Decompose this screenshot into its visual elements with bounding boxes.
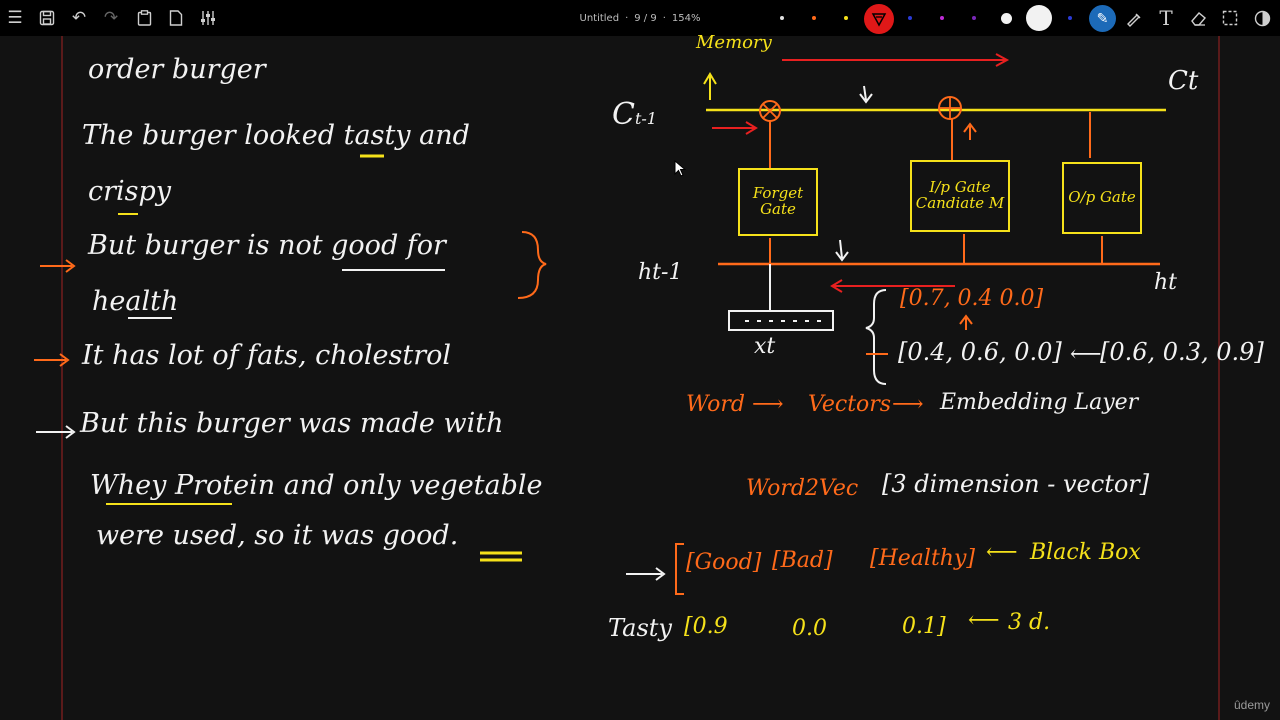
plus-cross (940, 98, 960, 118)
pen-tool-icon[interactable]: ✎ (1089, 5, 1116, 32)
note-line-2: The burger looked tasty and (82, 120, 470, 151)
input-gate-box: I/p Gate Candiate M (910, 160, 1010, 232)
color-swatch-magenta[interactable] (940, 16, 944, 20)
selection-icon[interactable] (1219, 0, 1241, 36)
color-swatch-blue[interactable] (908, 16, 912, 20)
label-ct-prev: Ct-1 (612, 97, 657, 132)
up-arrow-memory (703, 72, 717, 100)
color-swatch-yellow[interactable] (844, 16, 848, 20)
redo-icon[interactable]: ↷ (103, 7, 119, 28)
tasty-3d: 3 d. (1008, 610, 1051, 635)
color-swatch-purple[interactable] (972, 16, 976, 20)
page-indicator: 9 / 9 (634, 12, 657, 24)
layers-icon[interactable] (1251, 0, 1273, 36)
memory-arrow-head (995, 53, 1010, 67)
arrow-health-head (65, 259, 76, 273)
note-line-7: But this burger was made with (80, 408, 504, 439)
word2vec-note: [3 dimension - vector] (882, 470, 1150, 498)
forget-gate-box: Forget Gate (738, 168, 818, 236)
xt-input-box (728, 310, 834, 331)
arrow-fats-head (59, 353, 70, 367)
vector-up-arrow (959, 314, 973, 330)
pen-size-large[interactable] (1026, 5, 1052, 31)
label-memory: Memory (696, 32, 772, 53)
red-arrow-left-head (830, 279, 843, 293)
word2vec-title: Word2Vec (746, 476, 859, 501)
udemy-watermark: ûdemy (1233, 698, 1270, 712)
color-swatch-red-selected[interactable] (864, 4, 894, 34)
red-arrow-ct-head (745, 121, 758, 135)
black-box-label: Black Box (1030, 540, 1141, 565)
down-arrow-hidden (835, 239, 849, 262)
pipeline-vectors: Vectors (808, 392, 892, 417)
page-margin-right (1218, 36, 1220, 720)
pipeline-embedding: Embedding Layer (940, 390, 1139, 415)
tasty-label: Tasty (608, 614, 672, 642)
pipeline-word: Word (686, 392, 745, 417)
undo-icon[interactable]: ↶ (71, 7, 87, 28)
output-gate-box: O/p Gate (1062, 162, 1142, 234)
drawing-canvas[interactable] (0, 36, 1280, 720)
note-line-1: order burger (88, 54, 266, 85)
word-bad: [Bad] (772, 548, 833, 573)
pipeline-arrow-1: ⟶ (752, 392, 784, 417)
arrow-whey-head (65, 425, 76, 439)
tasty-v1: [0.9 (684, 614, 728, 639)
note-line-6: It has lot of fats, cholestrol (82, 340, 452, 371)
clipboard-icon[interactable] (133, 0, 155, 36)
note-line-9: were used, so it was good. (96, 520, 459, 551)
color-swatch-orange[interactable] (812, 16, 816, 20)
arrow-good-head (655, 567, 666, 581)
page-margin-left (61, 36, 63, 720)
vector-left-arrow: ⟵ (1070, 342, 1102, 367)
menu-icon[interactable]: ☰ (7, 7, 23, 28)
note-line-3: crispy (88, 176, 172, 207)
vector-right: [0.6, 0.3, 0.9] (1100, 338, 1264, 366)
label-xt: xt (754, 334, 776, 359)
note-line-8: Whey Protein and only vegetable (90, 470, 543, 501)
label-ht: ht (1154, 270, 1178, 295)
plus-node (938, 96, 962, 120)
tasty-v3: 0.1] (902, 614, 946, 639)
text-tool-icon[interactable]: T (1159, 6, 1173, 30)
vector-top: [0.7, 0.4 0.0] (900, 286, 1044, 311)
highlighter-icon[interactable] (1122, 0, 1144, 36)
toolbar: ☰ ↶ ↷ Untitled · 9 / 9 · 154% ✎ T (0, 0, 1280, 36)
zoom-level[interactable]: 154% (671, 12, 701, 24)
word-healthy: [Healthy] (870, 546, 975, 571)
eraser-icon[interactable] (1187, 0, 1209, 36)
tasty-arrow: ⟵ (968, 608, 1000, 633)
label-ht-prev: ht-1 (638, 260, 683, 285)
label-ct: Ct (1168, 66, 1199, 96)
black-box-arrow: ⟵ (986, 540, 1018, 565)
color-swatch-white[interactable] (780, 16, 784, 20)
pen-size-small[interactable] (1001, 13, 1012, 24)
bracket-outer-left (675, 543, 684, 595)
tasty-v2: 0.0 (792, 616, 827, 641)
note-line-5: health (92, 286, 179, 317)
mouse-cursor-icon (674, 160, 686, 177)
save-icon[interactable] (36, 0, 58, 36)
note-line-4: But burger is not good for (88, 230, 446, 261)
multiply-cross (762, 103, 778, 119)
color-swatch-blue-2[interactable] (1068, 16, 1072, 20)
down-arrow-small (859, 85, 873, 104)
curly-brace-right (517, 231, 547, 299)
document-title: Untitled · 9 / 9 · 154% (579, 12, 701, 24)
vector-middle: [0.4, 0.6, 0.0] (898, 338, 1062, 366)
pipeline-arrow-2: ⟶ (892, 392, 924, 417)
up-arrow-plus-head (963, 122, 977, 133)
vector-brace (865, 289, 887, 385)
word-good: [Good] (686, 550, 762, 575)
settings-sliders-icon[interactable] (197, 0, 219, 36)
new-page-icon[interactable] (165, 0, 187, 36)
doc-name[interactable]: Untitled (579, 12, 620, 24)
